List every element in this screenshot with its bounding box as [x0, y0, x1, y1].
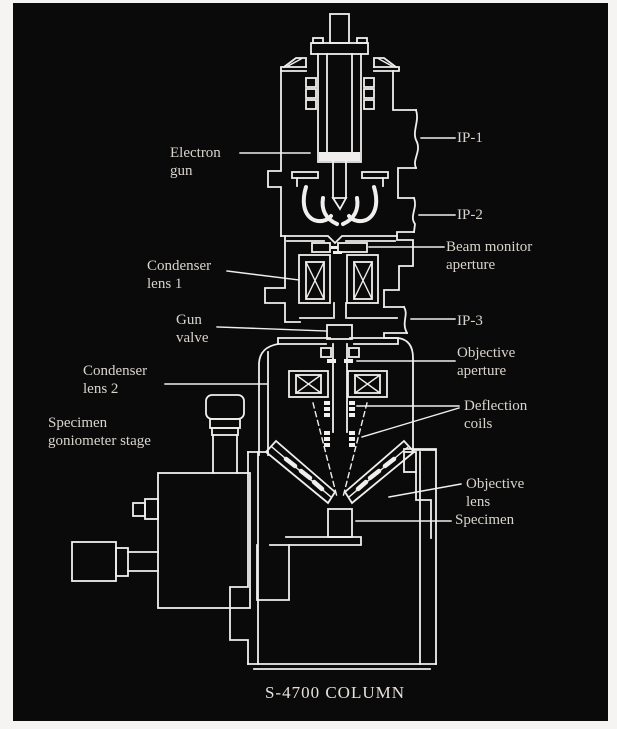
label-ip-2: IP-2 [457, 207, 483, 223]
label-objective-lens: Objective lens [466, 476, 525, 510]
label-specimen: Specimen [455, 512, 515, 528]
label-objective-aperture: Objective aperture [457, 345, 516, 379]
gun-housing [267, 70, 419, 308]
objective-lens-part [264, 402, 416, 505]
label-ip-1: IP-1 [457, 130, 483, 146]
diagram-canvas [13, 3, 608, 721]
label-electron-gun: Electron gun [170, 145, 221, 179]
label-specimen-goniometer-stage: Specimen goniometer stage [48, 415, 151, 449]
condenser-lens-1-part [264, 235, 379, 323]
specimen-chamber [229, 448, 437, 670]
beam-monitor-aperture-part [311, 242, 368, 253]
lower-column [258, 342, 360, 456]
label-condenser-lens-2: Condenser lens 2 [83, 363, 148, 397]
label-ip-3: IP-3 [457, 313, 483, 329]
leader-lines [164, 137, 462, 522]
gun-insulator-mounts [280, 57, 400, 110]
gun-valve-part [277, 302, 399, 345]
specimen-part [256, 508, 362, 601]
electron-gun-assembly [317, 53, 362, 211]
label-beam-monitor-aperture: Beam monitor aperture [446, 239, 533, 273]
label-deflection-coils: Deflection coils [464, 398, 528, 432]
label-gun-valve: Gun valve [176, 312, 209, 346]
diagram-title: S-4700 COLUMN [264, 683, 406, 702]
deflection-coils-part [324, 401, 355, 447]
ip3-port [383, 305, 414, 451]
gun-top-rod [310, 13, 369, 55]
condenser-lens-2-part [288, 370, 388, 398]
goniometer-stage-part [71, 394, 251, 609]
wehnelt-anode-cups [291, 171, 389, 226]
label-condenser-lens-1: Condenser lens 1 [147, 258, 212, 292]
